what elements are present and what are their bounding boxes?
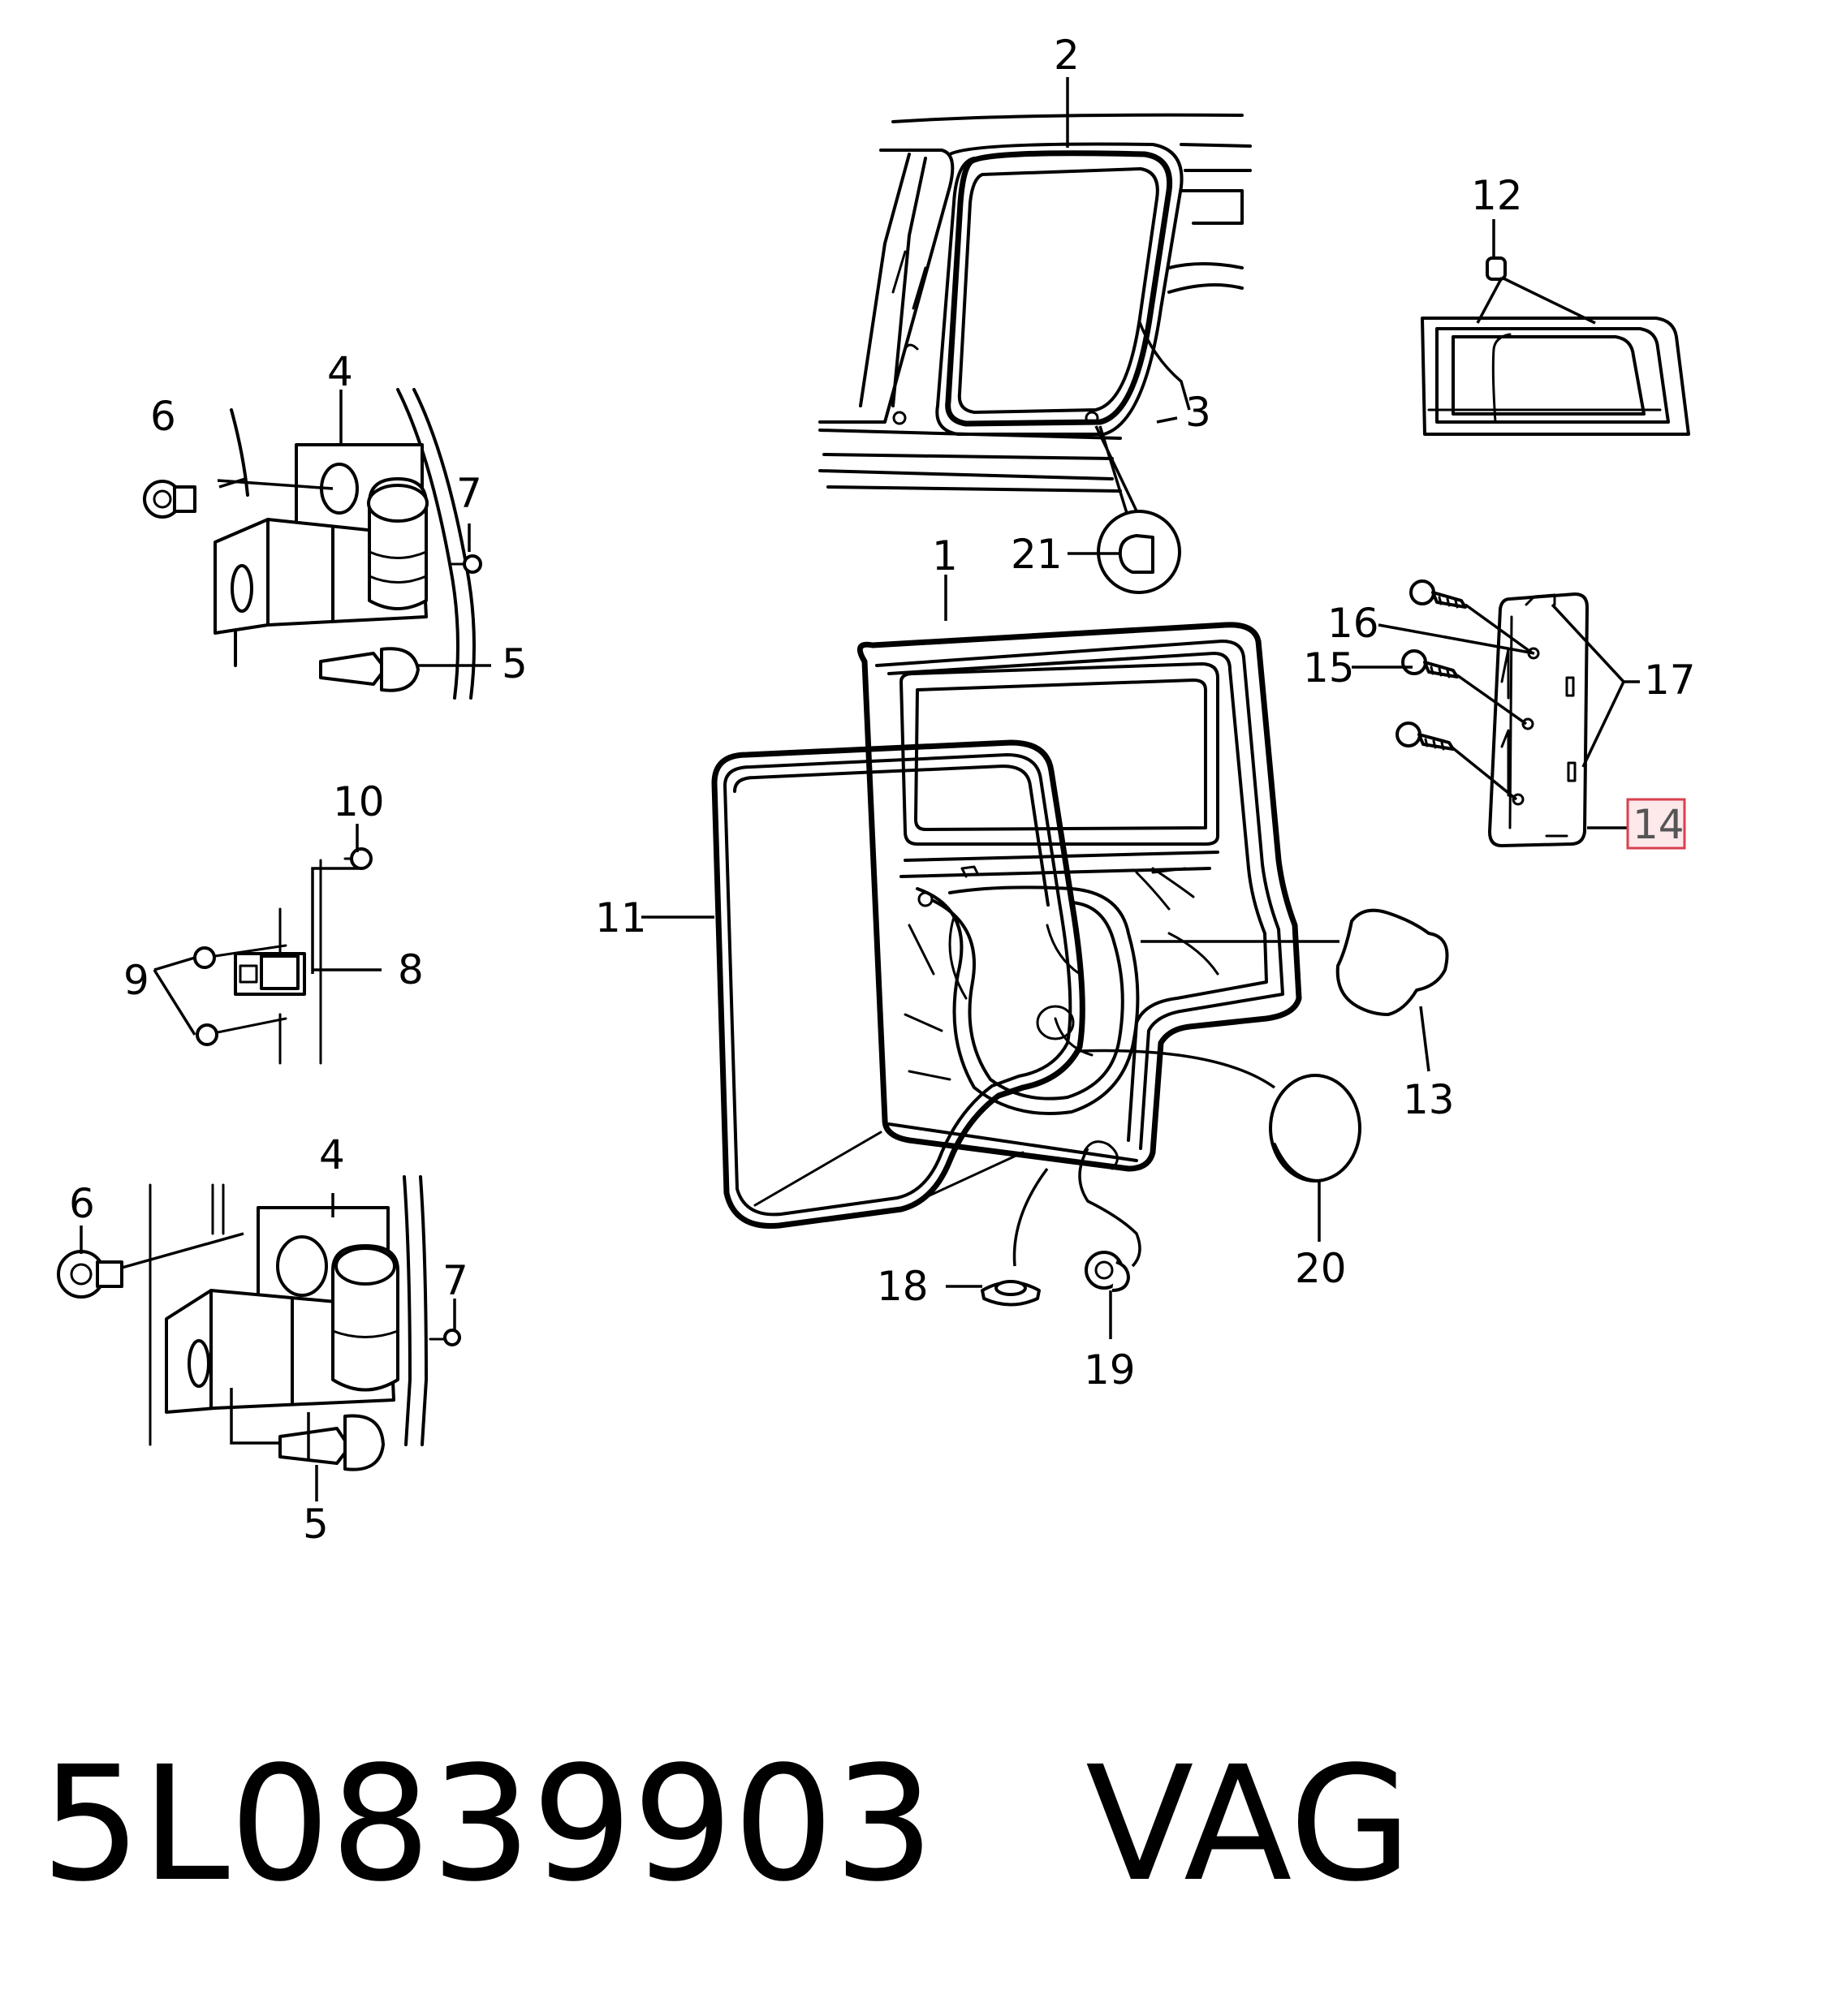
door-module-bracket xyxy=(1352,579,1640,847)
callout-21: 21 xyxy=(1011,531,1063,578)
callout-4-top: 4 xyxy=(327,348,353,395)
callout-5-top: 5 xyxy=(502,640,528,687)
grommet-18 xyxy=(946,1167,1049,1307)
callout-5-bottom: 5 xyxy=(303,1501,329,1548)
callout-2: 2 xyxy=(1054,32,1080,79)
footer-caption: 5L0839903 VAG xyxy=(41,1745,1412,1903)
callout-7-top: 7 xyxy=(456,470,482,517)
callout-6-top: 6 xyxy=(150,393,176,440)
rear-door-shell xyxy=(856,622,1302,1172)
callout-8: 8 xyxy=(398,946,424,993)
brand-name: VAG xyxy=(1085,1732,1413,1916)
callout-12: 12 xyxy=(1471,172,1523,219)
screw-15 xyxy=(1409,579,1534,655)
sealing-cap-13 xyxy=(1141,908,1449,1072)
callout-15: 15 xyxy=(1303,644,1355,691)
callout-20: 20 xyxy=(1295,1245,1347,1292)
part-number: 5L0839903 xyxy=(41,1732,935,1916)
callout-7-bottom: 7 xyxy=(442,1257,468,1304)
callout-11: 11 xyxy=(595,894,647,941)
cover-cap-20 xyxy=(1079,1049,1361,1242)
door-seal xyxy=(711,739,1085,1229)
striker-assembly xyxy=(193,847,373,1065)
callout-16: 16 xyxy=(1327,600,1379,647)
grommet-19 xyxy=(1078,1140,1141,1339)
callout-17: 17 xyxy=(1644,657,1696,704)
callout-4-bottom: 4 xyxy=(319,1131,345,1178)
callout-13: 13 xyxy=(1403,1076,1455,1123)
callout-10: 10 xyxy=(333,778,385,825)
callout-9: 9 xyxy=(123,957,149,1004)
trim-panel-12 xyxy=(1421,256,1690,436)
callout-19: 19 xyxy=(1084,1346,1136,1394)
callout-1: 1 xyxy=(932,532,958,579)
upper-hinge-assembly xyxy=(143,388,482,700)
callout-3: 3 xyxy=(1185,389,1211,436)
callout-14-highlight xyxy=(1626,798,1686,850)
lower-hinge-assembly xyxy=(57,1175,461,1471)
body-door-opening xyxy=(818,113,1252,594)
callout-labels: 1 2 3 4 4 5 5 6 6 7 7 8 9 10 11 12 13 14… xyxy=(69,32,1696,1548)
callout-6-bottom: 6 xyxy=(69,1180,95,1227)
callout-18: 18 xyxy=(877,1263,929,1310)
screw-15c xyxy=(1396,722,1518,801)
callout-14: 14 xyxy=(1633,801,1685,848)
